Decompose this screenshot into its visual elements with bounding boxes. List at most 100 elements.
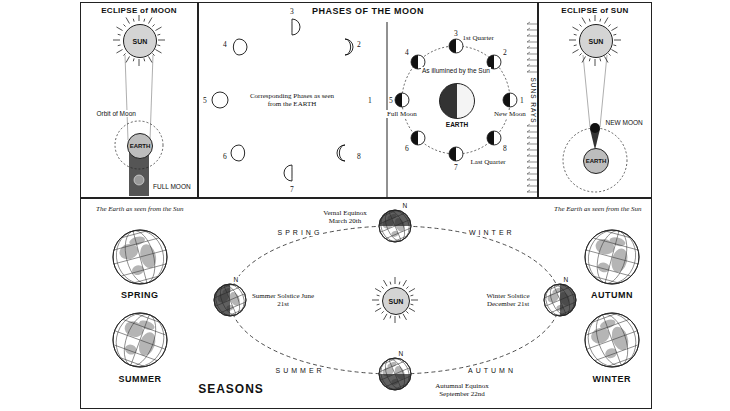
sun-ray [527, 132, 537, 133]
sun-ray [410, 304, 413, 306]
night-side [214, 284, 230, 316]
parallel [593, 238, 638, 250]
label: NEW MOON [605, 119, 644, 126]
callout-number: 4 [222, 40, 228, 49]
sun-ray [569, 40, 576, 41]
sun-ray [411, 300, 418, 301]
label: SUNS RAYS [530, 76, 537, 124]
sun-ray [118, 44, 121, 46]
sun-ray [116, 50, 122, 54]
sun-ray [382, 287, 384, 289]
sun-ray [527, 174, 537, 175]
sun-ray [589, 19, 591, 22]
callout-number: 2 [502, 48, 508, 57]
label: AUTUMN [590, 290, 634, 300]
sun-ray [375, 308, 381, 312]
label: SUMMER [275, 367, 326, 374]
parallel [591, 313, 616, 322]
sun-ray [390, 315, 392, 318]
sun-ray [527, 70, 530, 72]
sun-ray [399, 282, 401, 285]
label: The Earth as seen from the Sun [553, 205, 643, 213]
sun-ray [157, 44, 160, 46]
sun-ray [527, 162, 537, 163]
sun-ray [527, 126, 537, 127]
sun-ray [527, 186, 537, 187]
moon-phase [284, 165, 292, 181]
meridian [211, 280, 249, 320]
sun-ray [143, 19, 145, 22]
globe [113, 313, 167, 367]
label: Corresponding Phases as seen from the EA… [245, 92, 339, 108]
sun-ray [527, 166, 530, 168]
sun-ray [595, 59, 596, 66]
sun-ray [527, 28, 530, 30]
sun-ray [149, 56, 153, 62]
sun-ray [608, 53, 610, 55]
moon-orbit [115, 121, 163, 169]
moon [590, 123, 600, 133]
sun-ray [123, 53, 125, 55]
sun-ray [527, 66, 537, 67]
label: FULL MOON [152, 183, 192, 190]
eclipse-panel: ECLIPSE of SUNSUNEARTH [538, 2, 652, 198]
globe-outline [585, 230, 639, 284]
parallel [587, 331, 638, 349]
moon-outline [411, 131, 425, 145]
sun-ray [527, 150, 537, 151]
earth-disc: EARTH [439, 83, 475, 119]
node-text: PHASES OF THE MOON [310, 6, 426, 16]
sun-ray [527, 136, 530, 138]
moon-phase [231, 145, 245, 161]
sun-ray [384, 314, 388, 320]
continent [546, 291, 560, 304]
night-side [560, 284, 576, 316]
sun-ray [527, 30, 537, 31]
sun-ray-line [583, 55, 590, 127]
sun-ray [527, 184, 530, 186]
sun-ray [409, 308, 415, 312]
label: As illumined by the Sun [421, 67, 491, 74]
sun-ray [123, 24, 125, 26]
sun-ray [527, 178, 530, 180]
meridian [541, 280, 579, 320]
parallel [114, 250, 166, 264]
sun-ray [611, 50, 617, 54]
sun-ray [152, 24, 154, 26]
callout-number: 1 [519, 96, 525, 105]
globe-surface [539, 279, 581, 321]
globe-surface [579, 224, 645, 290]
node-text: ECLIPSE of MOON [99, 6, 179, 15]
sun-ray [377, 295, 380, 297]
sun-ray [377, 304, 380, 306]
globe-surface [374, 353, 416, 395]
parallel [586, 250, 638, 264]
globe-surface [209, 279, 251, 321]
globe-outline [544, 284, 576, 316]
parallel [119, 357, 144, 366]
label: WINTER [592, 374, 633, 384]
moon-orbit [563, 128, 627, 192]
sun-ray [157, 34, 160, 36]
moon-phase [345, 39, 353, 55]
continent [391, 230, 400, 238]
sun-ray [384, 280, 388, 286]
meridian [581, 307, 643, 374]
label: Last Quarter [470, 158, 507, 166]
sun-ray [527, 22, 530, 24]
sun-ray [527, 156, 537, 157]
sun-ray-line [150, 55, 153, 140]
sun-ray [527, 172, 530, 174]
globe-outline [379, 358, 411, 390]
meridian [376, 206, 414, 246]
seasons-panel: SEASONSSUN [80, 198, 652, 409]
label: Vernal Equinox March 20th [313, 209, 377, 225]
sun-ray [611, 27, 617, 31]
sun-ray [158, 40, 165, 41]
sun-ray [614, 40, 621, 41]
continent [604, 347, 618, 360]
sun-ray [406, 287, 408, 289]
callout-number: 5 [202, 96, 208, 105]
moon [487, 131, 501, 145]
